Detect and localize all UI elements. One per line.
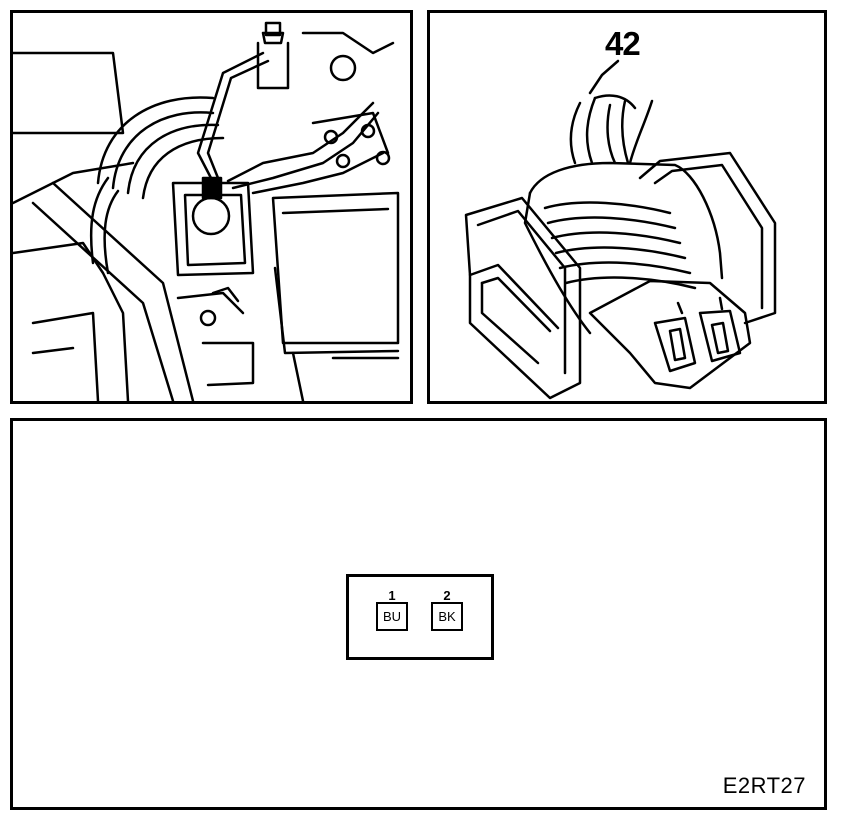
connector-face: 1 BU 2 BK <box>346 574 494 660</box>
pin-2: 2 BK <box>429 589 465 631</box>
connector-pinout-view: 1 BU 2 BK E2RT27 <box>10 418 827 810</box>
callout-number: 42 <box>605 25 641 62</box>
engine-bay-illustration <box>13 21 400 401</box>
figure-id: E2RT27 <box>722 773 806 798</box>
connector-detail-view: 42 <box>427 10 827 404</box>
pin-number: 2 <box>443 588 451 603</box>
pin-number: 1 <box>388 588 396 603</box>
wire-color-label: BK <box>431 602 463 631</box>
engine-bay-view <box>10 10 413 404</box>
connector-illustration <box>464 59 777 400</box>
wire-color-label: BU <box>376 602 408 631</box>
pin-1: 1 BU <box>374 589 410 631</box>
